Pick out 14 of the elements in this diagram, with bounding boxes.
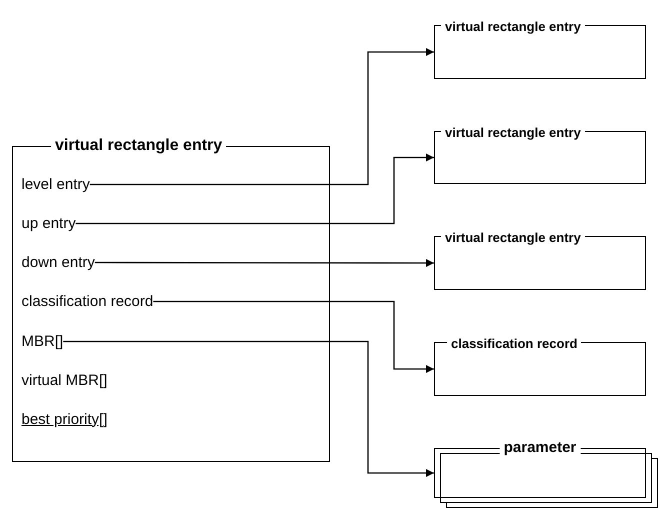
field-label: virtual MBR[] [22,370,108,390]
field-label: up entry [22,214,76,234]
field-label: classification record [22,292,154,312]
arrow [153,300,434,373]
box-heading: virtual rectangle entry [51,136,226,155]
arrow [90,48,434,186]
field-label: down entry [22,252,95,272]
arrow [63,340,434,477]
field-label: MBR[] [22,332,64,352]
field-label: best priority[] [22,410,108,430]
field-label: level entry [22,174,90,194]
box-heading: parameter [500,439,580,458]
arrow [76,154,434,224]
arrow [94,259,434,267]
